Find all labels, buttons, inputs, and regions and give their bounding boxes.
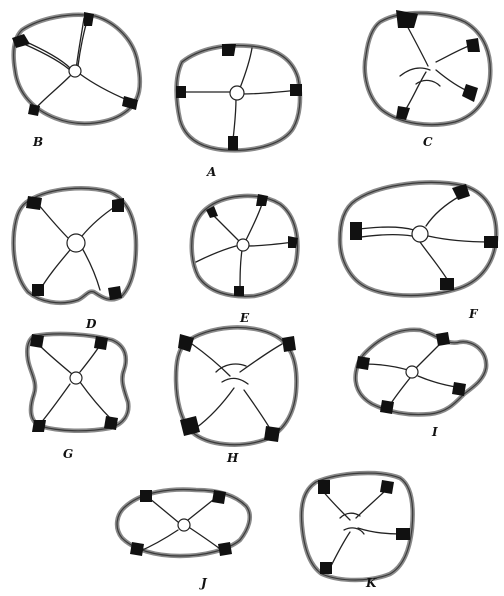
panel-k-label: K — [365, 576, 377, 590]
panel-d: D — [14, 188, 136, 331]
panel-b: B — [12, 12, 140, 149]
panel-j: J — [117, 490, 250, 590]
panel-b-label: B — [32, 135, 43, 149]
panel-k: K — [302, 473, 413, 590]
panel-j-label: J — [199, 576, 208, 590]
panel-c: C — [365, 10, 491, 149]
panel-h: H — [176, 327, 296, 465]
panel-g-label: G — [63, 447, 73, 461]
panel-i-label: I — [431, 425, 438, 439]
panel-f: F — [340, 182, 498, 321]
panel-e: E — [192, 194, 298, 325]
panel-h-label: H — [226, 451, 239, 465]
panel-c-label: C — [423, 135, 433, 149]
panel-f-label: F — [468, 307, 479, 321]
panel-a: A — [176, 44, 302, 179]
panel-d-label: D — [85, 317, 97, 331]
panel-g: G — [27, 334, 128, 461]
panel-a-label: A — [206, 165, 216, 179]
panel-e-label: E — [239, 311, 250, 325]
panel-i: I — [356, 330, 487, 439]
